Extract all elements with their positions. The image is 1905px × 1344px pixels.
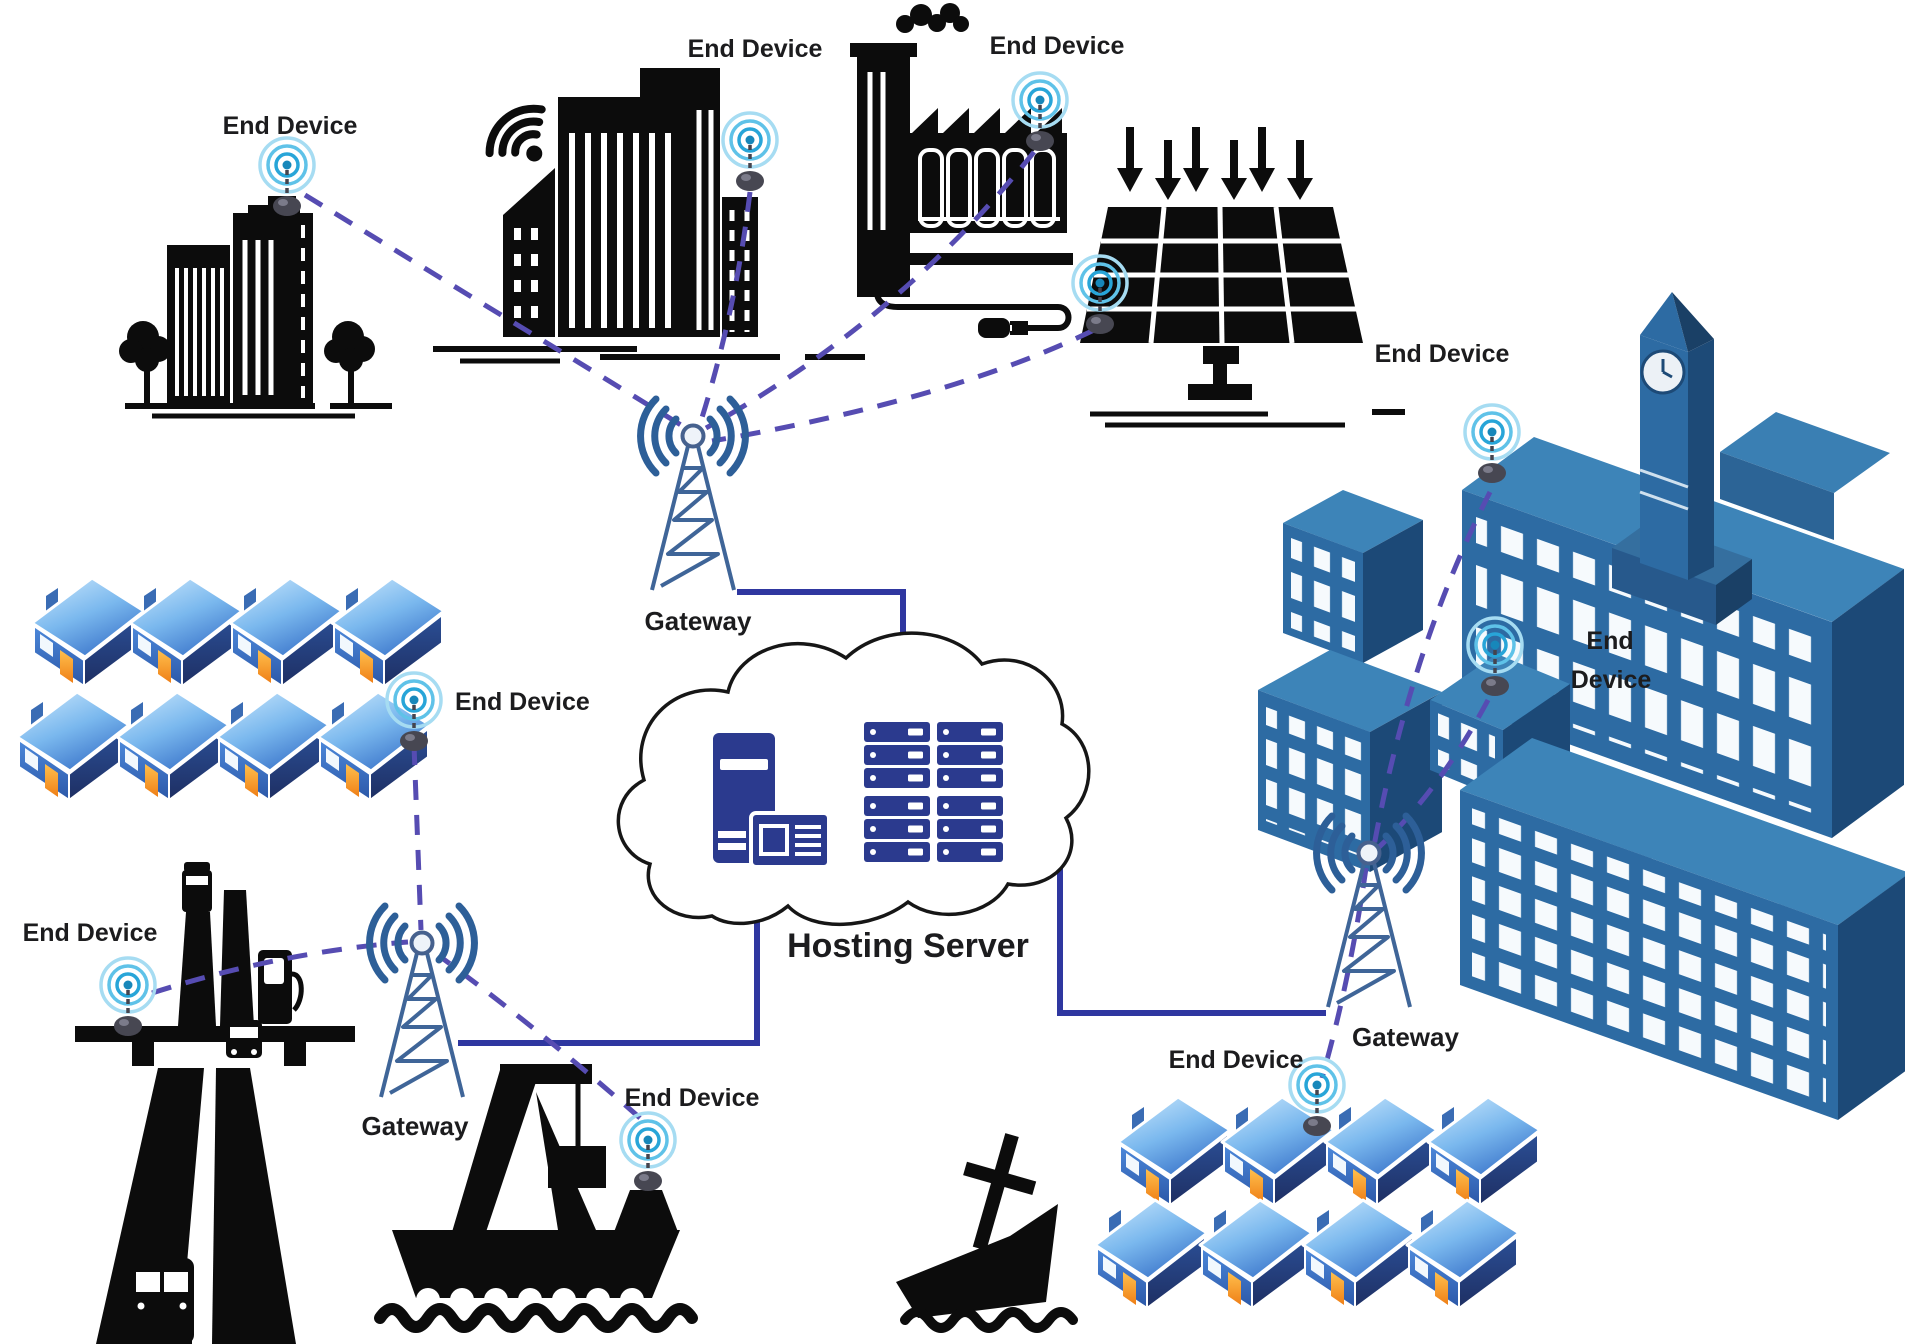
end-device-label: End Device (455, 688, 590, 716)
gateway-label: Gateway (645, 606, 752, 636)
tree-icon (119, 321, 171, 404)
house-icon (128, 576, 244, 688)
end-device-label: End Device (23, 919, 158, 947)
gateway-center: Gateway (641, 399, 752, 636)
dashed-link (704, 150, 1036, 431)
dashed-link (1319, 867, 1369, 1079)
gateway-right: Gateway (1317, 816, 1459, 1052)
house-icon (1301, 1198, 1417, 1310)
skyscrapers-icon (433, 68, 865, 364)
backhaul-link-left (458, 872, 760, 1046)
solar-panel-icon (1080, 127, 1405, 428)
house-icon (1093, 1198, 1209, 1310)
end-device-label: End Device (1375, 340, 1510, 368)
end-device-label: Device (1571, 666, 1652, 694)
house-icon (1323, 1095, 1439, 1207)
city-building-icon (119, 196, 392, 419)
cloud-icon (616, 631, 1091, 926)
campus-main-side (1832, 568, 1904, 838)
end-device-antenna-icon (721, 111, 779, 193)
backhaul-link-right (1057, 852, 1326, 1016)
highway-trucks-icon (75, 862, 355, 1344)
bus-icon (130, 1258, 194, 1344)
campus-buildings-icon (1258, 292, 1905, 1120)
gateway-tower-icon (1317, 816, 1422, 1007)
dashed-link (697, 191, 753, 425)
crane-ship-icon (374, 1064, 698, 1333)
gateway-label: Gateway (1352, 1022, 1459, 1052)
end-device-antenna-icon (619, 1111, 677, 1193)
smoke-icon (896, 3, 969, 33)
house-icon (1405, 1198, 1521, 1310)
truck-icon (226, 1020, 262, 1058)
house-icon (228, 576, 344, 688)
house-icon (15, 690, 131, 802)
id-card-icon (749, 811, 831, 869)
end-device-label: End Device (688, 35, 823, 63)
power-cord-icon (874, 258, 1072, 331)
end-device-label: End Device (1169, 1046, 1304, 1074)
plug-icon (978, 318, 1028, 338)
end-device-antenna-icon (99, 956, 157, 1038)
gateway-left: Gateway (362, 906, 475, 1141)
house-icon (1116, 1095, 1232, 1207)
dashed-link (303, 192, 683, 428)
gateway-tower-icon (370, 906, 475, 1097)
waves-icon (374, 1303, 698, 1333)
dashed-link (711, 327, 1096, 444)
house-icon (1426, 1095, 1542, 1207)
gateway-tower-icon (641, 399, 746, 590)
dashed-link (151, 939, 409, 996)
end-devices: End Device End Device End Device End Dev… (23, 32, 1652, 1193)
house-icon (330, 576, 446, 688)
house-icon (1198, 1198, 1314, 1310)
truck-icon (182, 862, 212, 912)
end-device-label: End Device (223, 112, 358, 140)
hosting-server-label: Hosting Server (787, 927, 1029, 965)
sun-arrows-icon (1117, 127, 1313, 200)
cloud-hosting-server-icon: Hosting Server (616, 631, 1091, 965)
house-icon (30, 576, 146, 688)
factory-icon (850, 3, 1073, 338)
clock-tower-icon (1612, 292, 1752, 625)
campus-main-front (1462, 490, 1832, 839)
end-device-label: End (1586, 627, 1633, 655)
dashed-link (1371, 490, 1493, 847)
house-icon (215, 690, 331, 802)
dashed-link (411, 744, 424, 931)
end-device-label: End Device (625, 1084, 760, 1112)
waves-icon (900, 1307, 1078, 1333)
gas-pump-icon (258, 950, 304, 1024)
dashed-link (440, 955, 642, 1120)
sinking-ship-icon (896, 1133, 1078, 1333)
tree-icon (324, 321, 375, 404)
gateway-label: Gateway (362, 1111, 469, 1141)
wifi-icon (485, 104, 546, 162)
end-device-label: End Device (990, 32, 1125, 60)
house-icon (115, 690, 231, 802)
houses-neighborhood-left-icon (15, 576, 446, 802)
